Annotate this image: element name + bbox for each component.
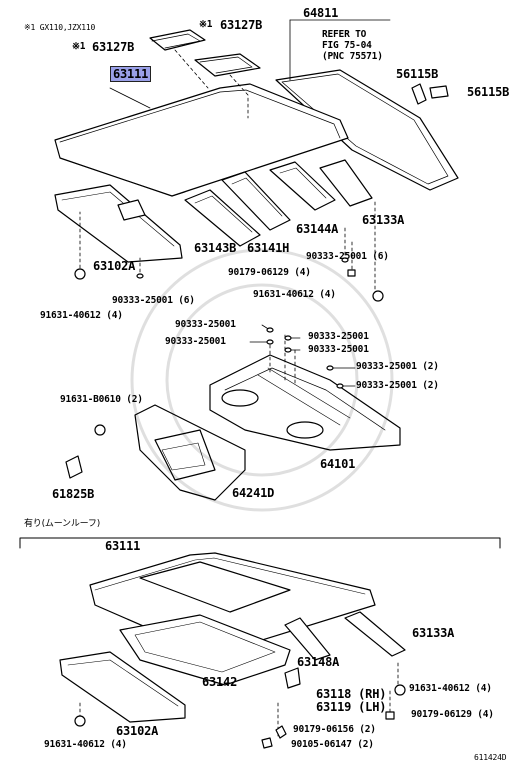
label-63119-lh[interactable]: 63119 (LH) [316, 700, 387, 714]
label-63102a-moonroof[interactable]: 63102A [116, 724, 159, 738]
label-63111-highlighted[interactable]: 63111 [110, 66, 152, 82]
label-63127b-b[interactable]: 63127B [220, 18, 263, 32]
roof-bow-63143b [184, 189, 261, 247]
label-90333-25001-d[interactable]: 90333-25001 [308, 344, 369, 355]
label-90105-06147-2[interactable]: 90105-06147 (2) [291, 739, 374, 750]
label-90333-25001-c[interactable]: 90333-25001 [308, 331, 369, 342]
label-90333-25001-6b[interactable]: 90333-25001 (6) [112, 295, 195, 306]
roof-bow-63144a [269, 161, 336, 211]
label-63143b[interactable]: 63143B [194, 241, 237, 255]
bolt-91631-symbol-c [74, 715, 86, 727]
roof-panel [54, 83, 349, 197]
roof-rail-63133a [319, 159, 373, 207]
label-63133a-moonroof[interactable]: 63133A [412, 626, 455, 640]
label-90179-06129-4a[interactable]: 90179-06129 (4) [228, 267, 311, 278]
bolt-91631-symbol [74, 268, 86, 280]
label-63118-rh[interactable]: 63118 (RH) [316, 687, 387, 701]
front-header-panel [54, 184, 183, 263]
label-90179-06156-2[interactable]: 90179-06156 (2) [293, 724, 376, 735]
rear-window-glass [275, 69, 459, 191]
label-90333-25001-b[interactable]: 90333-25001 [165, 336, 226, 347]
label-63133a[interactable]: 63133A [362, 213, 405, 227]
label-90333-25001-a[interactable]: 90333-25001 [175, 319, 236, 330]
moonroof-section-title: 有り(ムーンルーフ) [24, 519, 101, 529]
bolt-91631-b0610-symbol [94, 424, 106, 436]
watermark-emblem [130, 248, 394, 512]
cover-61825b [65, 455, 83, 479]
label-90333-25001-6a[interactable]: 90333-25001 (6) [306, 251, 389, 262]
label-90179-06129-4[interactable]: 90179-06129 (4) [411, 709, 494, 720]
roof-glass-panel-front [149, 29, 206, 51]
label-56115b-b[interactable]: 56115B [467, 85, 510, 99]
label-90333-25001-2f[interactable]: 90333-25001 (2) [356, 380, 439, 391]
label-64811[interactable]: 64811 [303, 6, 339, 20]
roof-bow-63141h [221, 171, 291, 231]
label-56115b-a[interactable]: 56115B [396, 67, 439, 81]
package-tray-panel [134, 404, 246, 501]
label-64241d[interactable]: 64241D [232, 486, 275, 500]
clip-56115b-b [429, 85, 449, 99]
moonroof-housing-63142 [119, 614, 291, 686]
label-63144a[interactable]: 63144A [296, 222, 339, 236]
label-64101[interactable]: 64101 [320, 457, 356, 471]
model-note: ※1 GX110,JZX110 [24, 23, 96, 32]
label-61825b[interactable]: 61825B [52, 487, 95, 501]
label-63111-moonroof[interactable]: 63111 [105, 539, 141, 553]
refer-note[interactable]: REFER TO FIG 75-04 (PNC 75571) [322, 29, 383, 62]
front-header-panel-moonroof [59, 651, 186, 723]
label-91631-40612-4a[interactable]: 91631-40612 (4) [253, 289, 336, 300]
roof-rail-63133a-moonroof [344, 611, 406, 657]
roof-glass-panel-rear [194, 53, 261, 77]
label-91631-40612-4d[interactable]: 91631-40612 (4) [44, 739, 127, 750]
clip-56115b-a [411, 83, 427, 105]
bolt-91631-symbol-b [372, 290, 384, 302]
mark-63127b-b: ※1 [199, 19, 213, 30]
mark-63127b-a: ※1 [72, 41, 86, 52]
label-63141h[interactable]: 63141H [247, 241, 290, 255]
label-91631-b0610-2[interactable]: 91631-B0610 (2) [60, 394, 143, 405]
figure-id: 611424D [474, 753, 507, 762]
label-63127b-a[interactable]: 63127B [92, 40, 135, 54]
rear-floor-pan [209, 354, 401, 451]
label-63142[interactable]: 63142 [202, 675, 238, 689]
bolt-91631-symbol-d [394, 684, 406, 696]
label-63102a[interactable]: 63102A [93, 259, 136, 273]
label-63148a[interactable]: 63148A [297, 655, 340, 669]
bracket-63118-63119 [284, 667, 301, 689]
label-90333-25001-2e[interactable]: 90333-25001 (2) [356, 361, 439, 372]
label-91631-40612-4c[interactable]: 91631-40612 (4) [409, 683, 492, 694]
label-91631-40612-4b[interactable]: 91631-40612 (4) [40, 310, 123, 321]
roof-bow-63148a [284, 617, 331, 661]
